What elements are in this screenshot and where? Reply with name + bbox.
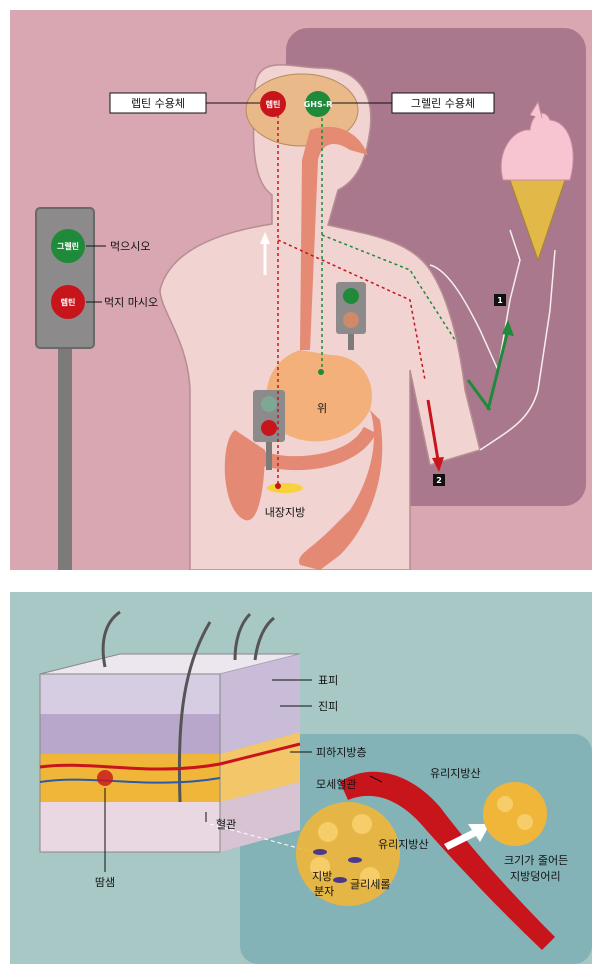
- visceral-fat-blob: [267, 483, 303, 493]
- free-fatty-acid-top-label: 유리지방산: [430, 767, 481, 780]
- stomach-label: 위: [317, 402, 327, 415]
- shrunk-label-1: 크기가 줄어든: [504, 854, 568, 867]
- sweat-gland-label: 땀샘: [95, 876, 115, 889]
- traffic-light-large: 그렐린 렙틴 먹으시오 먹지 마시오: [36, 208, 158, 570]
- ghrelin-receptor-label: 그렐린 수용체: [411, 97, 475, 110]
- sweat-gland: [97, 770, 113, 786]
- fat-molecule-label-1: 지방: [312, 870, 332, 883]
- brain-left-text: 렙틴: [266, 99, 281, 109]
- fat-layer: [40, 754, 220, 802]
- capillary-label: 모세혈관: [316, 777, 356, 791]
- green-light-caption: 먹으시오: [110, 240, 150, 253]
- free-fatty-acid-mid-label: 유리지방산: [378, 838, 429, 851]
- red-light-label: 렙틴: [61, 297, 76, 307]
- leptin-receptor-label: 렙틴 수용체: [131, 97, 185, 110]
- glycerol-label: 글리세롤: [350, 878, 390, 891]
- brain-right-text: GHS-R: [304, 100, 333, 109]
- marker-2: 2: [436, 476, 442, 485]
- green-light-label: 그렐린: [57, 241, 79, 251]
- red-light-caption: 먹지 마시오: [104, 296, 158, 309]
- epidermis-layer: [40, 674, 220, 714]
- shrunken-fat-cell: [483, 782, 547, 846]
- marker-1: 1: [497, 296, 503, 305]
- visceral-fat-label: 내장지방: [265, 506, 305, 519]
- fat-breakdown-illustration: 땀샘 표피 진피 피하지방층 혈관 모세혈관 유리지방산 유리지방산 지방 분자…: [10, 592, 592, 964]
- subcutaneous-label: 피하지방층: [316, 745, 367, 759]
- fat-molecule-label-2: 분자: [314, 885, 334, 898]
- epidermis-label: 표피: [318, 674, 338, 687]
- shrunk-label-2: 지방덩어리: [510, 870, 561, 883]
- dermis-label: 진피: [318, 700, 338, 713]
- hunger-hormone-illustration: 그렐린 렙틴 먹으시오 먹지 마시오 렙틴 GHS-R 렙틴 수용체 그렐린 수…: [10, 10, 592, 570]
